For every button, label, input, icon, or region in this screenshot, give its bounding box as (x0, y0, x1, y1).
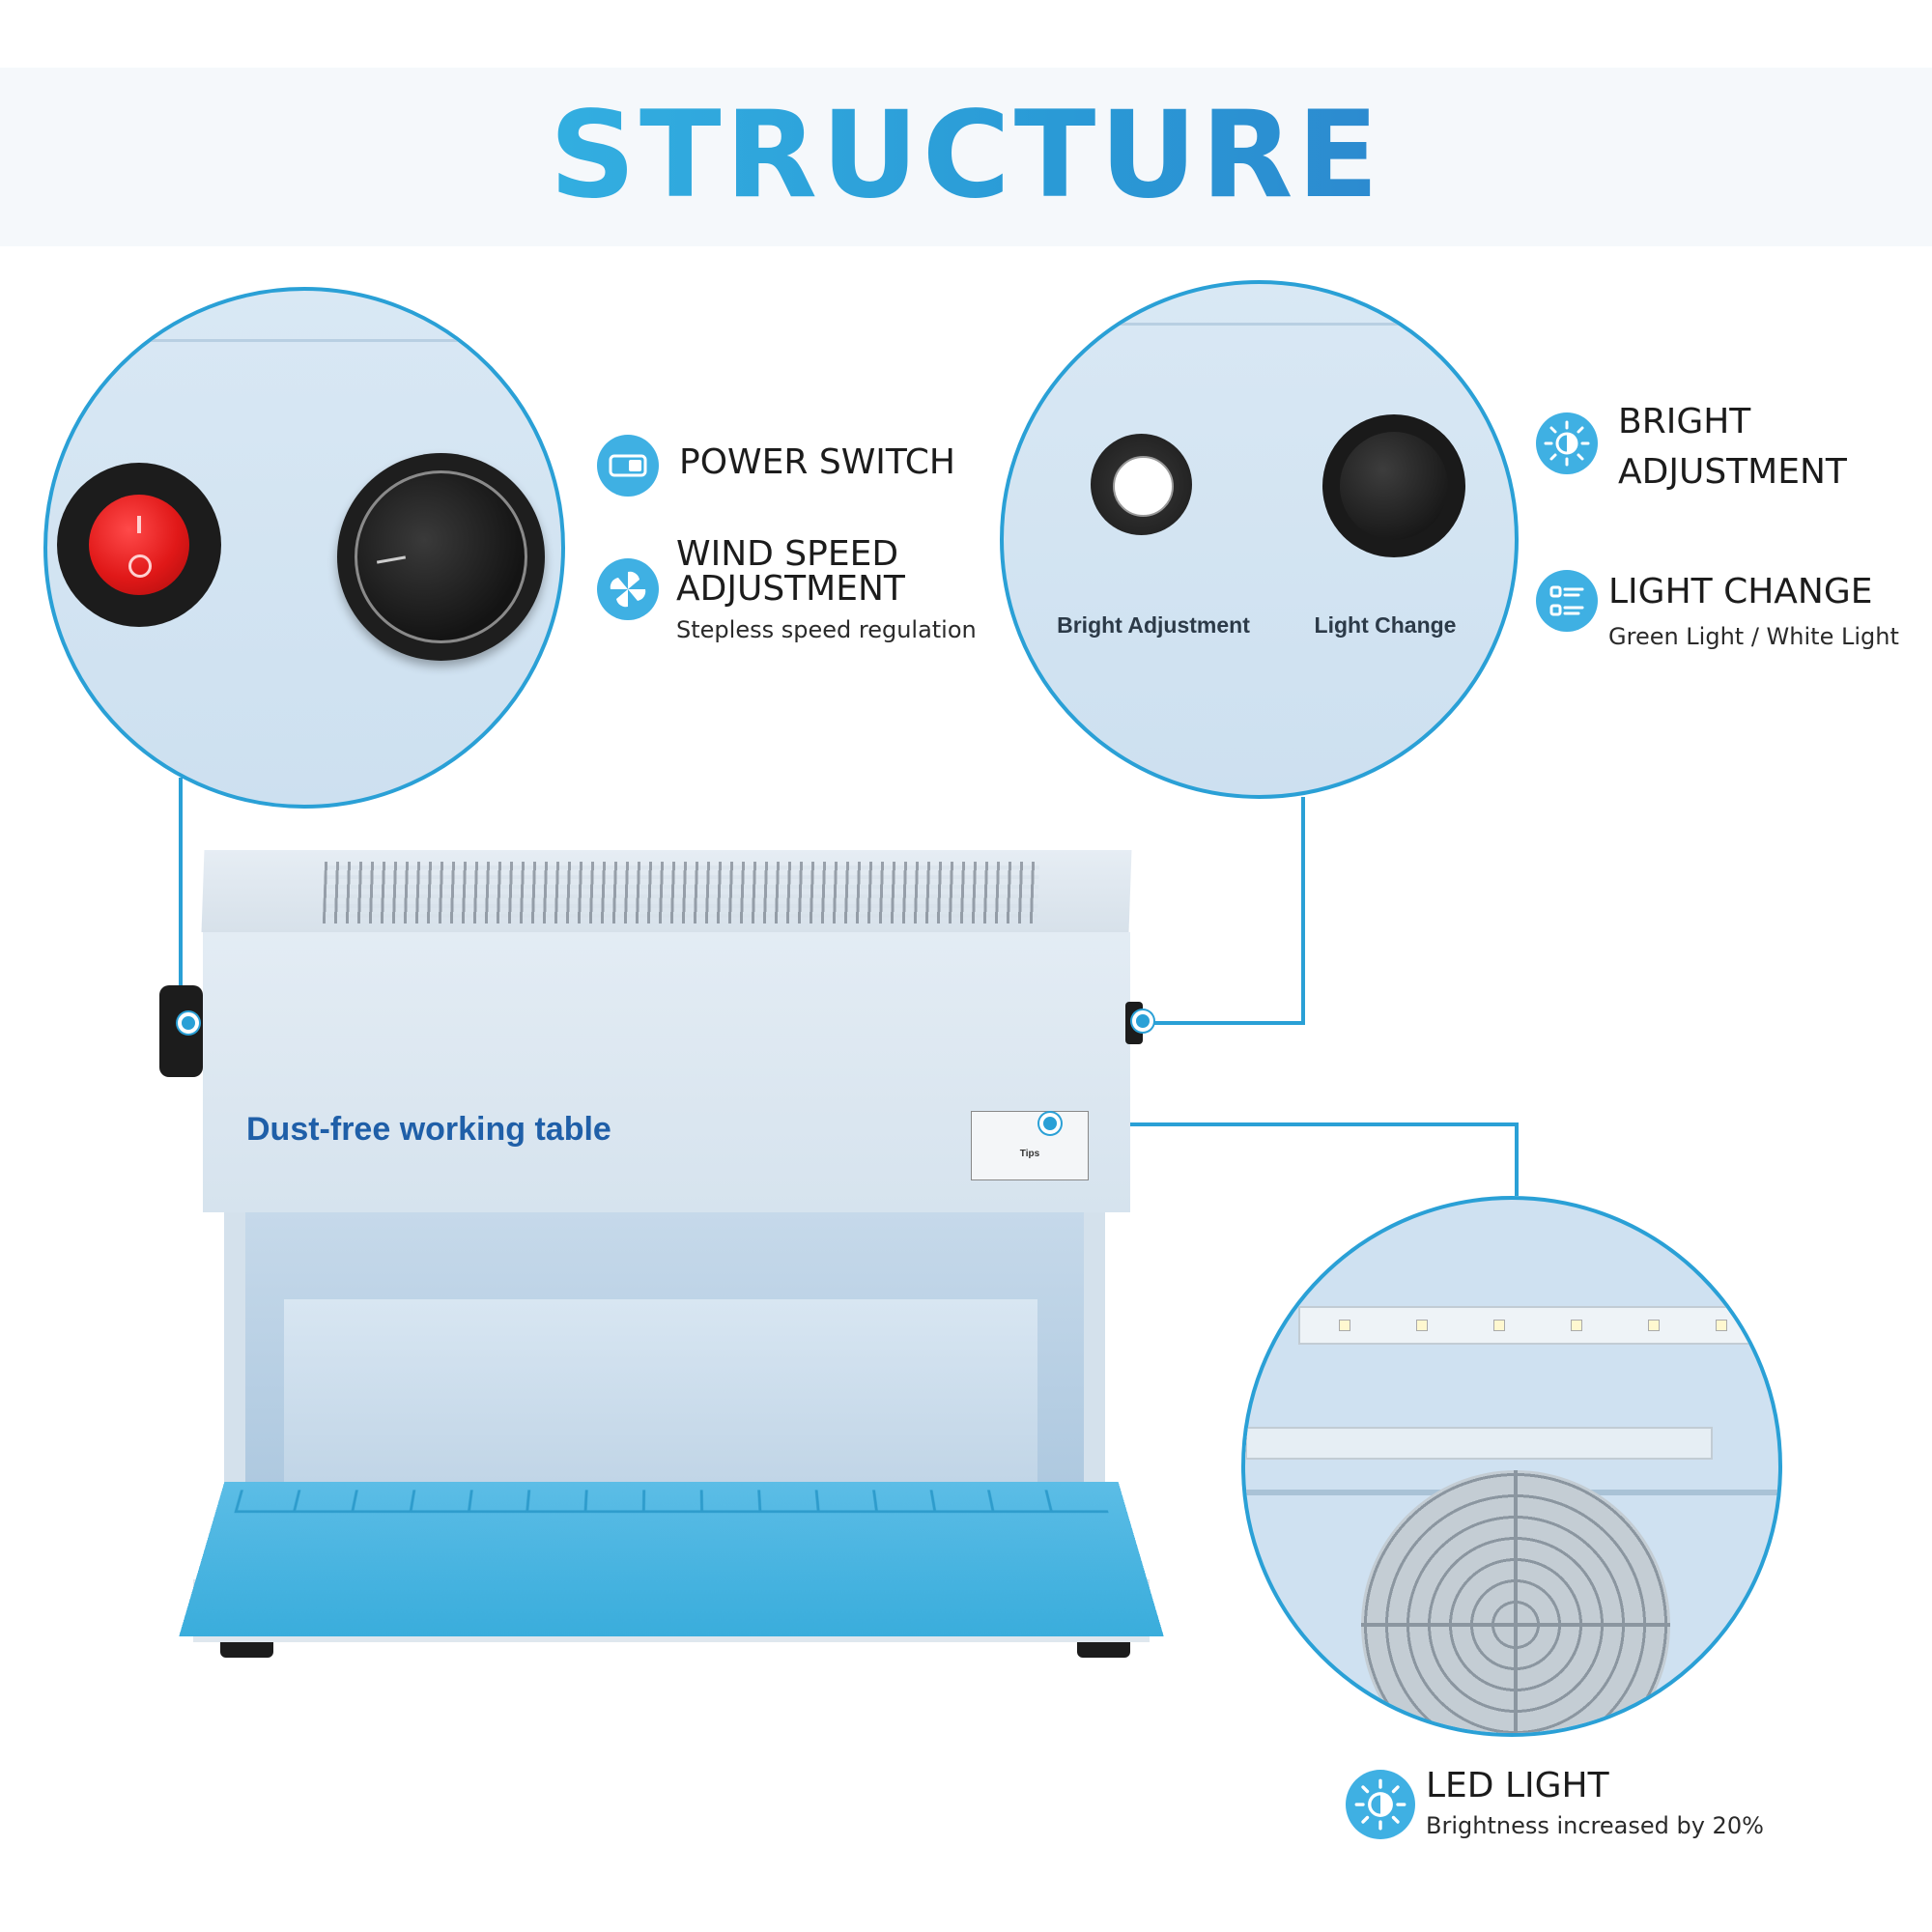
led-light-subtitle: Brightness increased by 20% (1426, 1812, 1764, 1839)
power-switch-on-mark (137, 516, 141, 533)
connector-dot-left (178, 1012, 199, 1034)
connector-line-left (179, 778, 183, 1009)
light-change-title: LIGHT CHANGE (1608, 572, 1873, 611)
cabinet-front: Dust-free working table Tips (203, 932, 1130, 1212)
bright-adjustment-knob[interactable] (1091, 434, 1192, 535)
tips-sticker-heading: Tips (1019, 1149, 1040, 1159)
led-strip-top (1298, 1306, 1756, 1345)
brand-text: Dust-free working table (246, 1111, 611, 1148)
led-chip (1416, 1320, 1428, 1331)
power-switch-off-mark (128, 554, 152, 578)
mat-tray-grid (234, 1490, 1109, 1514)
light-change-cap (1340, 432, 1448, 540)
light-change-label: Light Change (1314, 612, 1457, 638)
power-controls-zoom-circle (43, 287, 565, 809)
list-icon (1536, 570, 1598, 632)
blue-work-mat (179, 1481, 1164, 1642)
bright-title-line2: ADJUSTMENT (1618, 452, 1847, 492)
bright-adjustment-label: Bright Adjustment (1057, 612, 1250, 638)
brightness-icon (1346, 1770, 1415, 1839)
knob-indicator (376, 555, 407, 564)
cabinet-foot-left (220, 1642, 273, 1658)
power-switch-red[interactable] (57, 463, 221, 627)
fan-icon (597, 558, 659, 620)
cabinet-top (201, 850, 1132, 932)
power-switch-rocker (89, 495, 189, 595)
knob-face (355, 470, 527, 643)
bright-title-line1: BRIGHT (1618, 402, 1751, 441)
connector-line-right-v (1301, 797, 1305, 1024)
mat-surface (179, 1481, 1164, 1636)
light-change-subtitle: Green Light / White Light (1608, 623, 1899, 650)
device-cabinet: Dust-free working table Tips (159, 850, 1164, 1658)
power-switch-title: POWER SWITCH (679, 442, 955, 482)
ventilation-grille (322, 862, 1040, 923)
connector-line-bottom-v (1515, 1122, 1519, 1196)
connector-dot-right (1132, 1010, 1153, 1032)
connector-dot-bottom (1039, 1113, 1061, 1134)
wind-speed-subtitle: Stepless speed regulation (676, 616, 977, 643)
connector-line-bottom-h (1053, 1122, 1519, 1126)
connector-line-right-h (1148, 1021, 1305, 1025)
led-strip-bottom (1245, 1427, 1713, 1460)
fan-grille (1361, 1470, 1670, 1733)
led-light-zoom-circle (1241, 1196, 1782, 1737)
light-controls-zoom-circle: Bright Adjustment Light Change (1000, 280, 1519, 799)
led-chip (1493, 1320, 1505, 1331)
led-chip (1716, 1320, 1727, 1331)
bright-knob-cap (1113, 456, 1174, 517)
led-chip (1648, 1320, 1660, 1331)
wind-speed-title-line2: ADJUSTMENT (676, 569, 905, 609)
brightness-icon (1536, 412, 1598, 474)
panel-edge (47, 339, 561, 342)
title-banner (0, 68, 1932, 246)
fan-grille-spoke (1361, 1623, 1670, 1627)
page-title: STRUCTURE (0, 83, 1932, 228)
cabinet-foot-right (1077, 1642, 1130, 1658)
light-change-button[interactable] (1322, 414, 1465, 557)
toggle-icon (597, 435, 659, 497)
tips-sticker: Tips (971, 1111, 1089, 1180)
led-chip (1339, 1320, 1350, 1331)
led-light-title: LED LIGHT (1426, 1766, 1609, 1805)
fan-grille-spoke (1514, 1470, 1518, 1733)
panel-edge (1004, 323, 1515, 326)
wind-speed-knob[interactable] (337, 453, 545, 661)
wind-speed-title-line1: WIND SPEED (676, 534, 899, 574)
led-chip (1571, 1320, 1582, 1331)
